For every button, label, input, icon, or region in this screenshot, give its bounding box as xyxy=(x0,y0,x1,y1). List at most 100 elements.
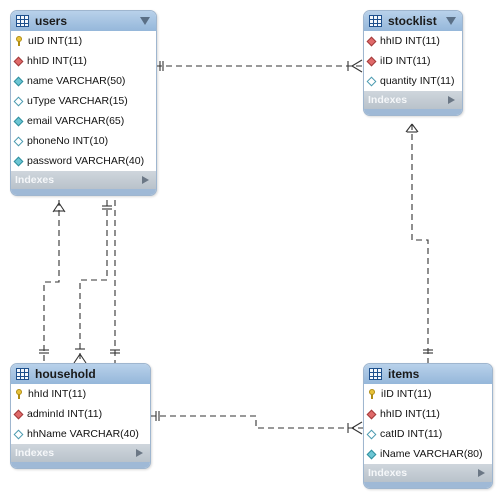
relationship-users-household-a xyxy=(43,200,60,364)
not-null-column-icon xyxy=(13,116,24,126)
many-marker-stocklist xyxy=(347,59,363,73)
expand-arrow-icon[interactable] xyxy=(448,96,455,104)
column-row[interactable]: hhName VARCHAR(40) xyxy=(11,424,150,444)
table-header[interactable]: users xyxy=(11,11,156,31)
column-label: password VARCHAR(40) xyxy=(27,155,145,167)
column-row[interactable]: iID INT(11) xyxy=(364,384,492,404)
column-icon xyxy=(13,136,24,146)
column-label: iName VARCHAR(80) xyxy=(380,448,483,460)
one-marker-users-stocklist xyxy=(159,61,164,71)
column-label: catID INT(11) xyxy=(380,428,443,440)
indexes-label: Indexes xyxy=(368,467,408,479)
column-label: email VARCHAR(65) xyxy=(27,115,125,127)
column-icon xyxy=(366,429,377,439)
many-marker-household xyxy=(73,348,87,364)
table-footer xyxy=(11,462,150,468)
column-label: quantity INT(11) xyxy=(380,75,455,87)
column-label: hhID INT(11) xyxy=(380,35,440,47)
one-marker-items xyxy=(423,349,433,354)
not-null-column-icon xyxy=(13,76,24,86)
relationship-users-household-b xyxy=(79,200,108,364)
primary-key-icon xyxy=(368,389,376,399)
relationship-household-items xyxy=(150,415,364,429)
column-row[interactable]: hhID INT(11) xyxy=(364,404,492,424)
one-marker-household-a xyxy=(39,349,49,354)
table-header[interactable]: household xyxy=(11,364,150,384)
collapse-arrow-icon[interactable] xyxy=(446,17,456,25)
expand-arrow-icon[interactable] xyxy=(142,176,149,184)
column-label: hhName VARCHAR(40) xyxy=(27,428,139,440)
many-marker-items xyxy=(347,421,363,435)
column-icon xyxy=(13,429,24,439)
primary-key-icon xyxy=(15,36,23,46)
column-label: hhID INT(11) xyxy=(27,55,87,67)
column-row[interactable]: uID INT(11) xyxy=(11,31,156,51)
column-row[interactable]: catID INT(11) xyxy=(364,424,492,444)
collapse-arrow-icon[interactable] xyxy=(140,17,150,25)
table-title: users xyxy=(35,14,68,28)
column-row[interactable]: iID INT(11) xyxy=(364,51,462,71)
table-footer xyxy=(364,109,462,115)
table-title: stocklist xyxy=(388,14,437,28)
table-users[interactable]: users uID INT(11) hhID INT(11) name VARC… xyxy=(10,10,157,196)
indexes-bar[interactable]: Indexes xyxy=(11,171,156,189)
column-label: iID INT(11) xyxy=(380,55,431,67)
one-marker-household-c xyxy=(110,349,120,354)
column-row[interactable]: hhId INT(11) xyxy=(11,384,150,404)
indexes-bar[interactable]: Indexes xyxy=(11,444,150,462)
table-footer xyxy=(11,189,156,195)
column-row[interactable]: name VARCHAR(50) xyxy=(11,71,156,91)
indexes-bar[interactable]: Indexes xyxy=(364,464,492,482)
one-marker-household-items xyxy=(155,411,160,421)
primary-key-icon xyxy=(15,389,23,399)
column-row[interactable]: adminId INT(11) xyxy=(11,404,150,424)
table-title: household xyxy=(35,367,96,381)
table-title: items xyxy=(388,367,420,381)
column-label: adminId INT(11) xyxy=(27,408,103,420)
table-header[interactable]: stocklist xyxy=(364,11,462,31)
foreign-key-icon xyxy=(366,36,377,46)
foreign-key-icon xyxy=(366,56,377,66)
table-footer xyxy=(364,482,492,488)
column-row[interactable]: email VARCHAR(65) xyxy=(11,111,156,131)
relationship-stocklist-items xyxy=(411,124,429,364)
expand-arrow-icon[interactable] xyxy=(478,469,485,477)
foreign-key-icon xyxy=(366,409,377,419)
column-label: uType VARCHAR(15) xyxy=(27,95,128,107)
column-label: hhId INT(11) xyxy=(28,388,87,400)
not-null-column-icon xyxy=(13,156,24,166)
indexes-label: Indexes xyxy=(15,174,55,186)
column-row[interactable]: uType VARCHAR(15) xyxy=(11,91,156,111)
table-items[interactable]: items iID INT(11) hhID INT(11) catID INT… xyxy=(363,363,493,489)
indexes-label: Indexes xyxy=(368,94,408,106)
column-icon xyxy=(366,76,377,86)
table-icon xyxy=(16,15,29,27)
column-label: uID INT(11) xyxy=(28,35,83,47)
many-marker-stocklist-items xyxy=(405,123,419,133)
many-marker-users xyxy=(52,202,66,213)
column-icon xyxy=(13,96,24,106)
foreign-key-icon xyxy=(13,56,24,66)
column-label: iID INT(11) xyxy=(381,388,432,400)
column-label: hhID INT(11) xyxy=(380,408,440,420)
column-row[interactable]: hhID INT(11) xyxy=(11,51,156,71)
expand-arrow-icon[interactable] xyxy=(136,449,143,457)
table-header[interactable]: items xyxy=(364,364,492,384)
column-row[interactable]: password VARCHAR(40) xyxy=(11,151,156,171)
column-row[interactable]: iName VARCHAR(80) xyxy=(364,444,492,464)
table-household[interactable]: household hhId INT(11) adminId INT(11) h… xyxy=(10,363,151,469)
table-stocklist[interactable]: stocklist hhID INT(11) iID INT(11) quant… xyxy=(363,10,463,116)
not-null-column-icon xyxy=(366,449,377,459)
indexes-bar[interactable]: Indexes xyxy=(364,91,462,109)
column-label: phoneNo INT(10) xyxy=(27,135,109,147)
column-row[interactable]: phoneNo INT(10) xyxy=(11,131,156,151)
foreign-key-icon xyxy=(13,409,24,419)
table-icon xyxy=(369,368,382,380)
column-label: name VARCHAR(50) xyxy=(27,75,126,87)
column-row[interactable]: quantity INT(11) xyxy=(364,71,462,91)
table-icon xyxy=(16,368,29,380)
indexes-label: Indexes xyxy=(15,447,55,459)
column-row[interactable]: hhID INT(11) xyxy=(364,31,462,51)
table-icon xyxy=(369,15,382,27)
